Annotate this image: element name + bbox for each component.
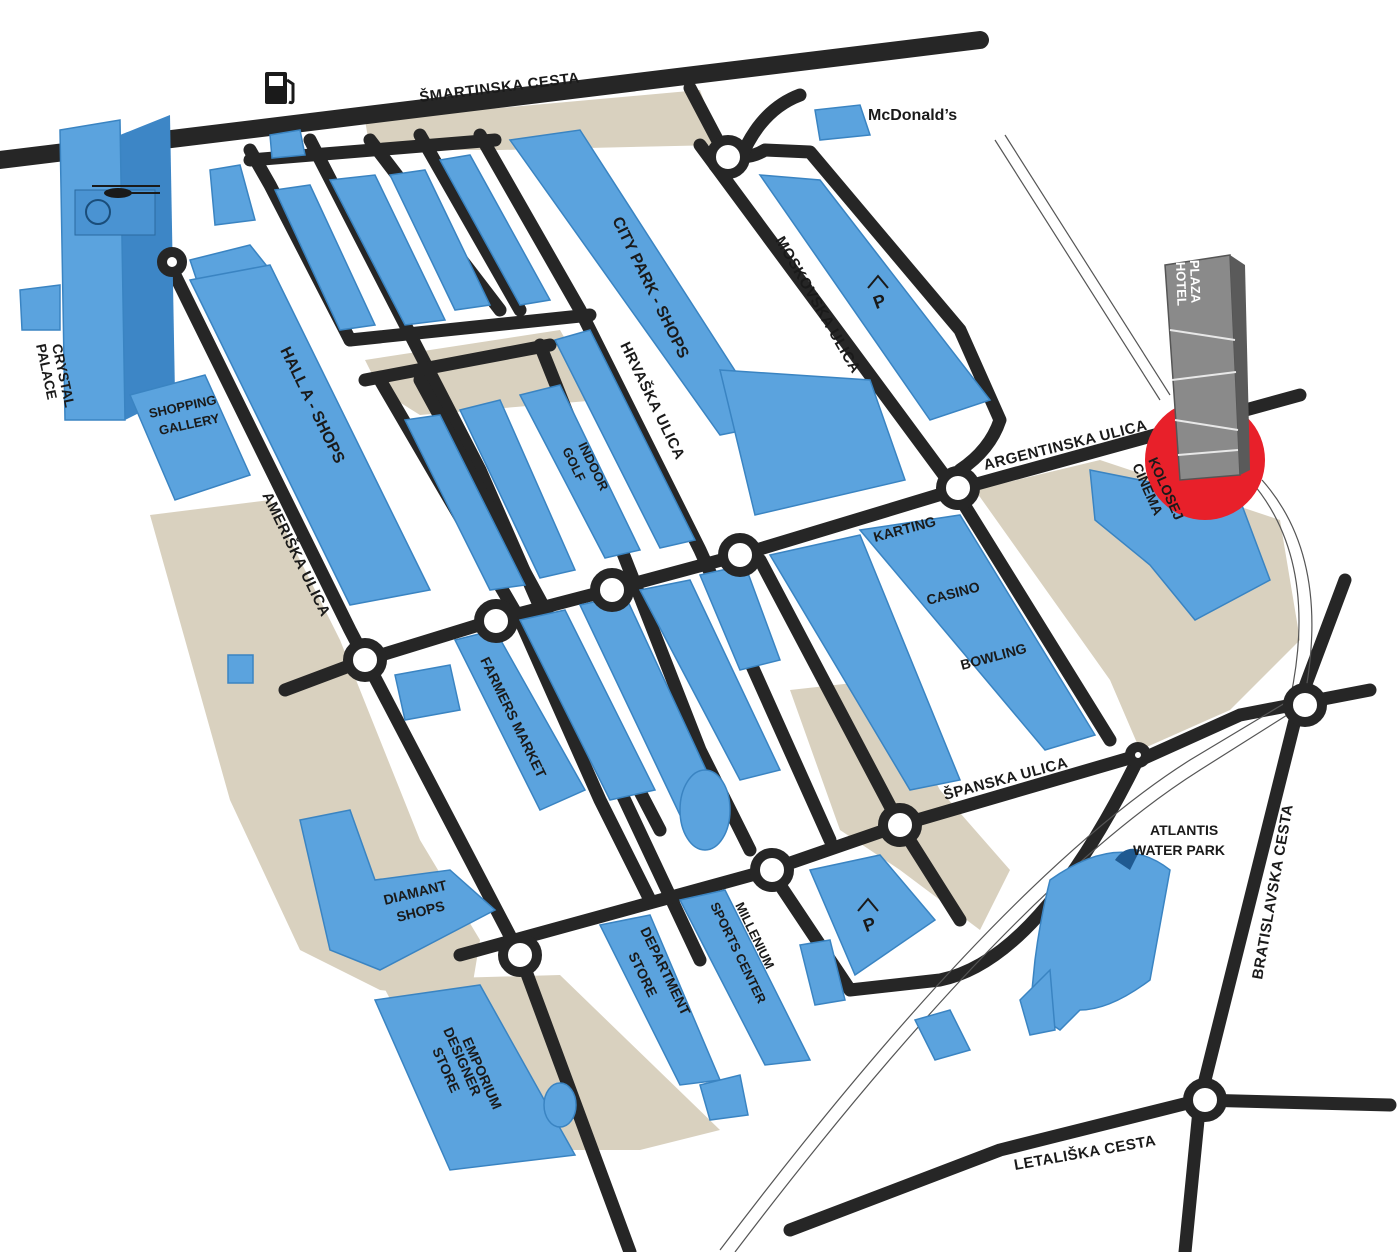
millenium-sports-center	[678, 889, 812, 1066]
bldg-atlantis-small	[913, 1009, 972, 1061]
roundabout-5	[474, 599, 518, 643]
plaza-hotel-stripes	[1169, 329, 1239, 456]
bldg-mid-1	[403, 414, 527, 591]
emporium-designer-store	[373, 984, 577, 1171]
roundabout-1	[706, 135, 750, 179]
roundabout-6	[343, 638, 387, 682]
bldg-grid-3	[388, 169, 492, 311]
bldg-grid-2	[328, 174, 447, 326]
entertainment-center	[858, 514, 1097, 751]
bldg-round	[679, 769, 731, 851]
roundabout-4	[590, 568, 634, 612]
hall-a-shops	[188, 264, 432, 606]
helipad-marker	[85, 199, 111, 225]
road-east-link	[1133, 683, 1377, 767]
roundabouts	[157, 135, 1327, 1122]
roundabout-9	[498, 933, 542, 977]
shopping-gallery	[128, 374, 252, 501]
entertainment-west	[768, 534, 962, 791]
roundabout-10	[1283, 683, 1327, 727]
railway-south-2	[734, 479, 1313, 1252]
label-plaza-hotel-1: PLAZA	[1187, 260, 1204, 304]
roundabout-7	[878, 803, 922, 847]
road-cross-3	[358, 338, 557, 387]
railway-north-1	[994, 139, 1161, 401]
bldg-fm-1	[394, 664, 461, 721]
roundabout-8	[750, 848, 794, 892]
label-mcdonalds: McDonald’s	[868, 107, 957, 124]
city-park-south	[719, 369, 906, 516]
railway-north-2	[1004, 134, 1171, 396]
emporium-tower	[543, 1082, 577, 1128]
parking-south	[808, 854, 937, 977]
label-atlantis-2: WATER PARK	[1133, 842, 1225, 858]
city-park-east	[758, 174, 992, 421]
bldg-grid-top	[269, 129, 306, 159]
road-cross-2	[343, 308, 597, 347]
plaza-hotel-side	[1230, 255, 1250, 475]
atlantis-water-park	[1029, 851, 1171, 1031]
roundabout-13	[157, 247, 187, 277]
road-spanska	[453, 748, 1147, 962]
road-letaliska	[783, 1093, 1397, 1237]
helicopter-icon	[92, 185, 160, 198]
railway-south-1	[719, 479, 1300, 1251]
indoor-golf	[518, 384, 642, 559]
crystal-palace-annex	[19, 284, 61, 331]
label-atlantis-1: ATLANTIS	[1150, 822, 1218, 838]
bldg-small-1	[227, 654, 254, 684]
ground-north	[365, 90, 720, 150]
label-plaza-hotel-2: HOTEL	[1173, 262, 1190, 307]
bldg-grid-4	[438, 154, 552, 306]
ground-west	[150, 500, 480, 1000]
roundabout-12	[1125, 742, 1151, 768]
plaza-hotel	[1145, 254, 1265, 520]
bldg-dept-small	[699, 1074, 749, 1121]
road-grid-d	[413, 128, 527, 317]
roundabout-11	[1183, 1078, 1227, 1122]
roundabout-2	[936, 466, 980, 510]
diamant-shops	[299, 809, 497, 971]
bldg-mid-2	[458, 399, 577, 579]
bldg-south-1	[518, 609, 657, 801]
atlantis-slide	[1115, 848, 1140, 870]
road-south-loop	[763, 748, 1147, 997]
fuel-station-icon	[265, 72, 295, 105]
bldg-dept-annex	[799, 939, 846, 1006]
mcdonalds-building	[814, 104, 872, 141]
road-bratislavska	[1178, 573, 1352, 1252]
bldg-grid-1	[273, 184, 377, 331]
bldg-mid-4	[553, 329, 697, 549]
atlantis-annex	[1019, 968, 1056, 1036]
roundabout-3	[718, 533, 762, 577]
bldg-south-3	[638, 579, 782, 781]
bldg-nw-1	[209, 164, 256, 226]
